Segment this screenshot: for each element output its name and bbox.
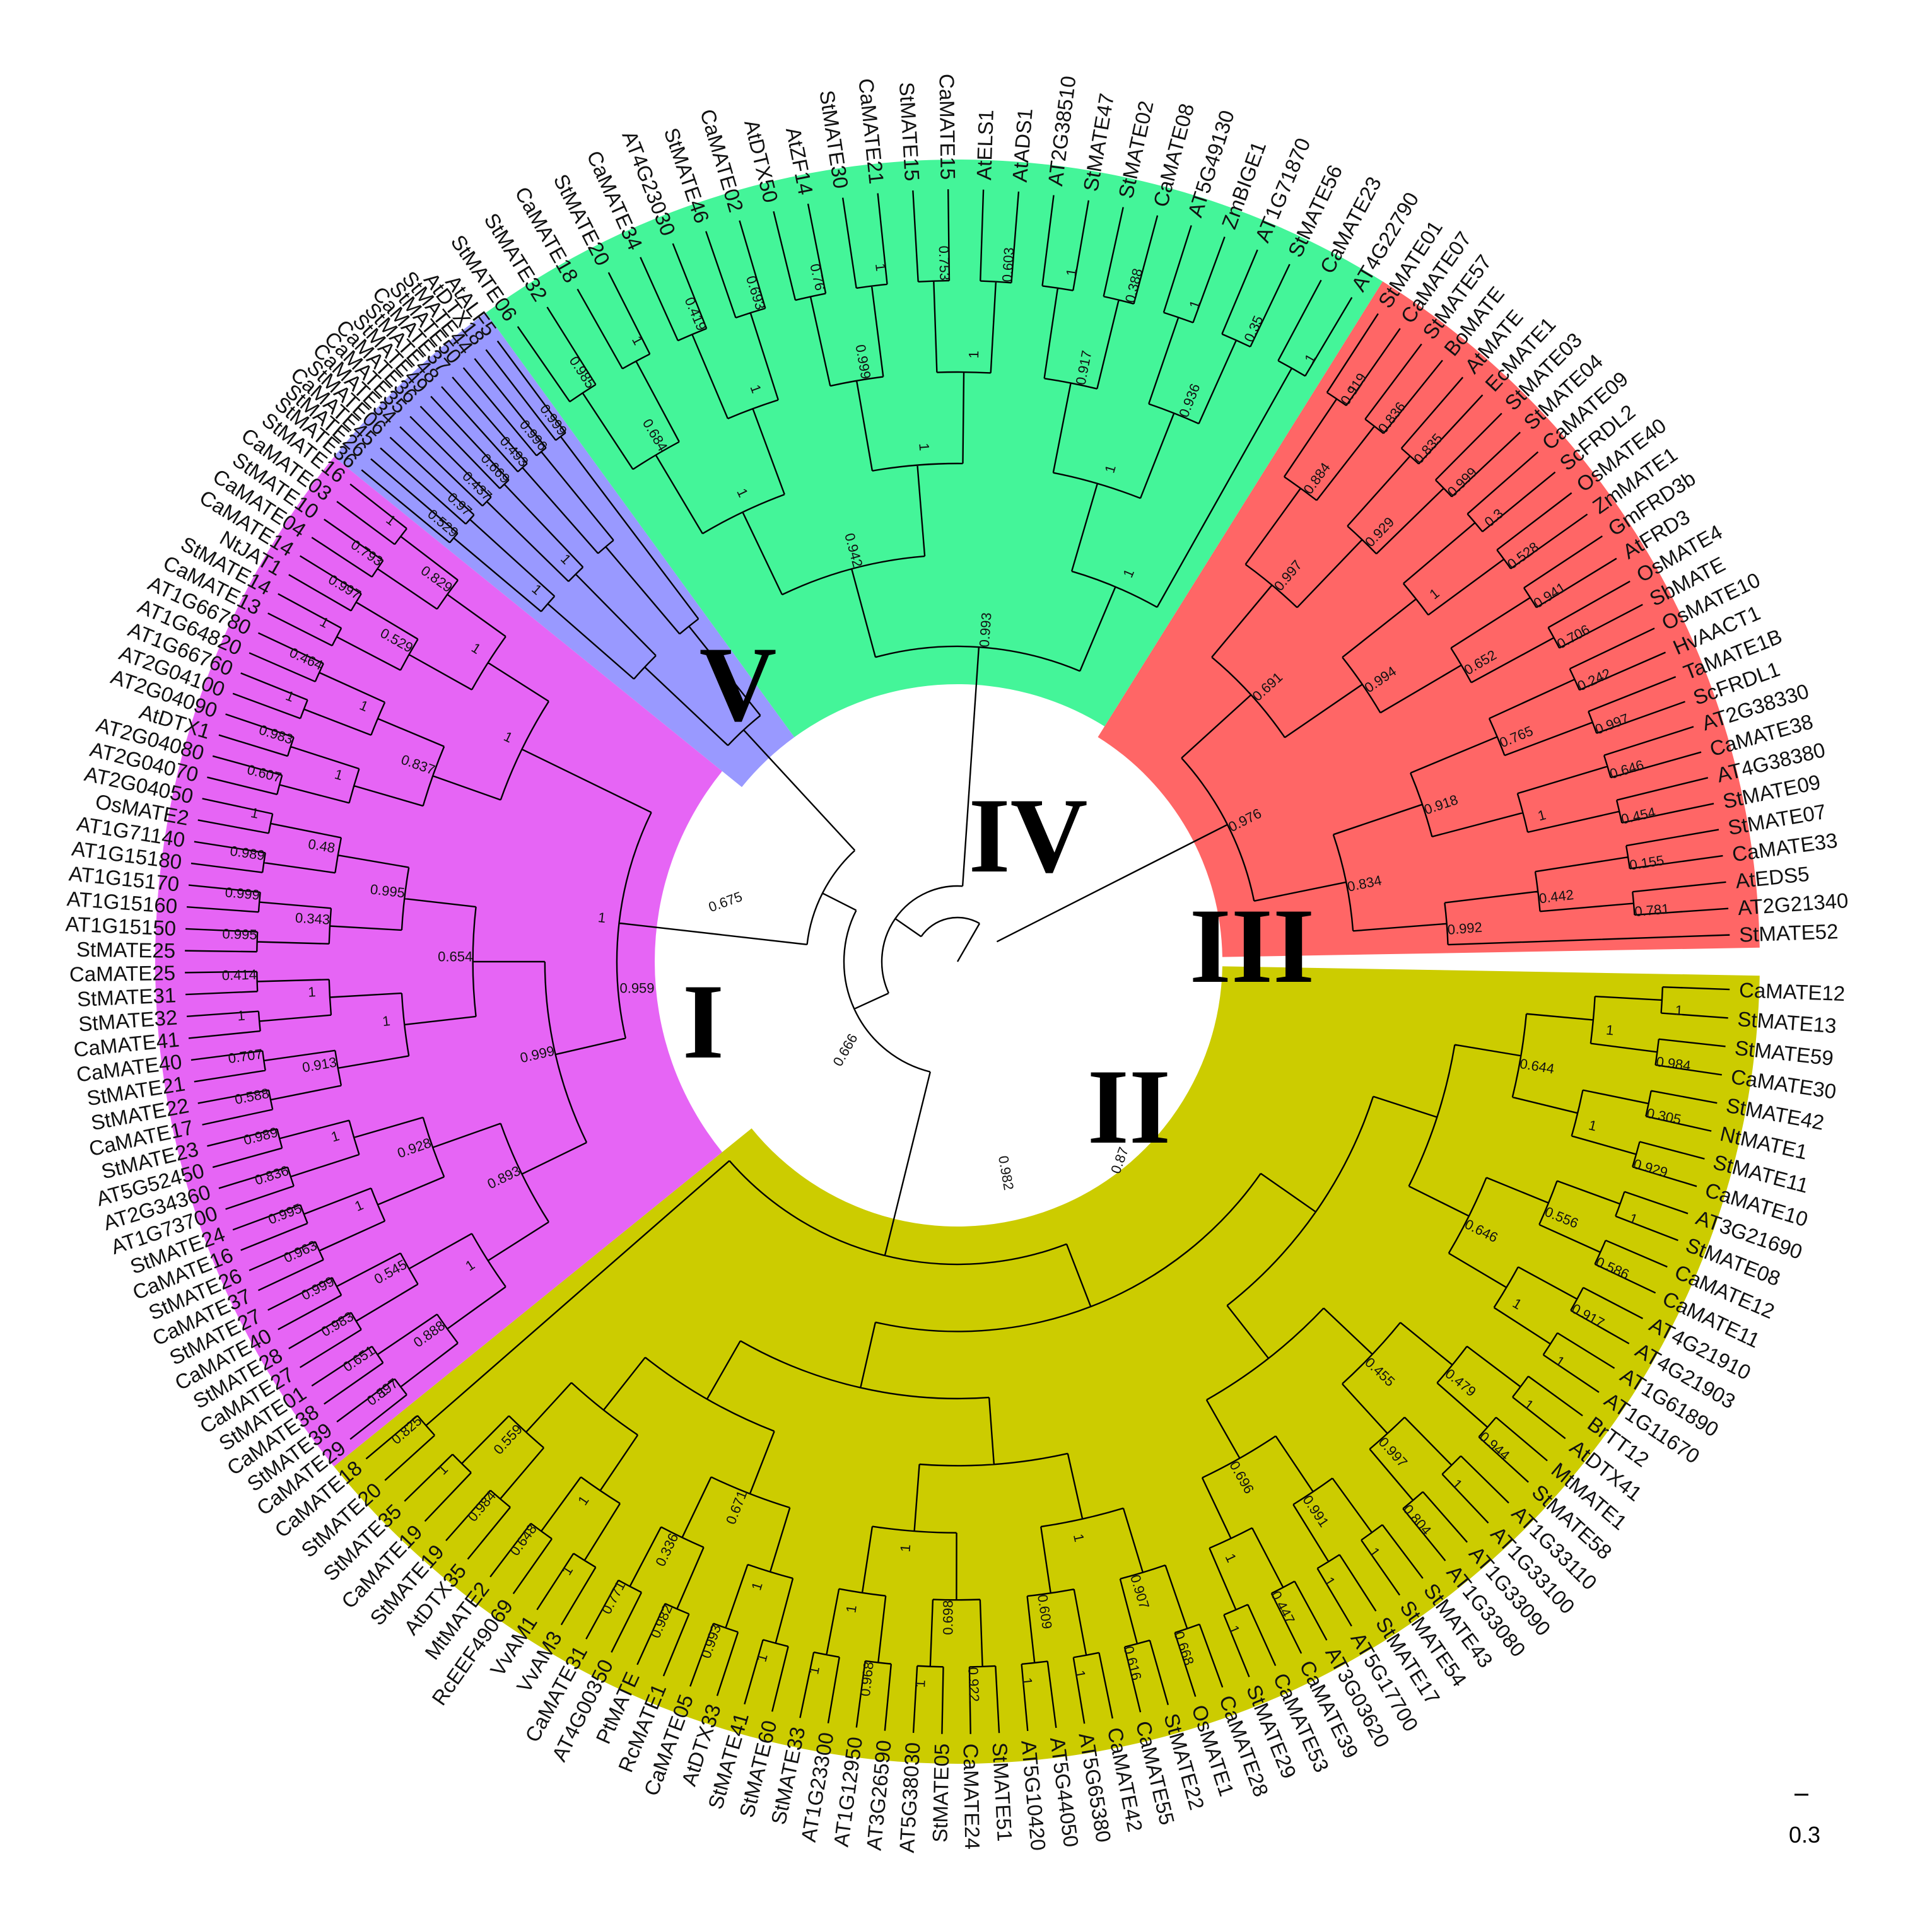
clade-sector-IV	[486, 160, 1383, 738]
tip-label: StMATE31	[76, 983, 177, 1011]
support-value: 1	[1675, 1002, 1683, 1018]
support-value: 1	[1063, 267, 1080, 277]
clade-numeral-II: II	[1087, 1047, 1171, 1166]
support-value: 1	[308, 984, 317, 1000]
support-value: 0.781	[1634, 900, 1670, 919]
support-value: 1	[249, 805, 260, 822]
support-value: 1	[1019, 1677, 1035, 1686]
support-value: 1	[237, 1008, 245, 1024]
tip-label: StMATE51	[988, 1742, 1016, 1842]
deep-node-support: 0.675	[706, 889, 744, 915]
support-value: 1	[805, 1665, 823, 1675]
tree-branches	[185, 189, 1730, 1734]
support-value: 1	[916, 443, 932, 452]
tip-label: StMATE05	[928, 1743, 953, 1843]
clade-numeral-I: I	[682, 962, 724, 1081]
tip-label: StMATE15	[895, 81, 924, 182]
clade-sector-II	[334, 966, 1760, 1764]
tip-label: CaMATE15	[935, 74, 959, 180]
tip-label: StMATE25	[76, 938, 176, 962]
support-value: 0.968	[857, 1661, 877, 1698]
tip-label: AT1G15150	[65, 912, 177, 940]
clade-numeral-IV: IV	[969, 776, 1088, 895]
branch-lines	[185, 189, 1730, 1734]
support-value: 0.654	[438, 949, 472, 965]
support-value: 0.414	[221, 967, 257, 984]
clade-sector-V	[334, 312, 795, 788]
support-value: 0.995	[222, 926, 257, 943]
deep-node-support: 0.982	[995, 1155, 1017, 1192]
support-value: 0.343	[295, 910, 330, 928]
support-value: 1	[843, 1604, 860, 1614]
support-value: 0.698	[940, 1600, 956, 1635]
clade-numeral-V: V	[700, 625, 777, 743]
clade-sector-I	[155, 457, 722, 1467]
clade-sectors	[155, 160, 1760, 1764]
support-value: 1	[1072, 1669, 1089, 1680]
tip-label: CaMATE12	[1739, 978, 1846, 1005]
tip-label: StMATE52	[1739, 919, 1839, 946]
deep-node-support: 0.959	[619, 981, 654, 996]
clade-numeral-III: III	[1190, 887, 1314, 1005]
support-value: 0.603	[999, 247, 1017, 283]
support-value: 0.999	[225, 884, 261, 903]
scale-bar-label: 0.3	[1789, 1822, 1820, 1848]
support-value: 1	[912, 1679, 928, 1687]
support-value: 0.922	[965, 1667, 982, 1702]
support-value: 0.993	[976, 612, 995, 648]
support-value: 1	[1587, 1117, 1598, 1134]
tip-label: CaMATE25	[69, 961, 176, 986]
support-value: 1	[872, 262, 889, 272]
clade-sector-III	[1098, 281, 1760, 957]
deep-node-support: 0.666	[829, 1031, 860, 1069]
support-value: 1	[382, 1013, 391, 1029]
support-value: 1	[1070, 1532, 1087, 1543]
tip-label: CaMATE24	[959, 1744, 984, 1850]
support-value: 0.992	[1447, 919, 1483, 938]
tip-label: AtELS1	[972, 109, 998, 180]
support-value: 1	[966, 351, 981, 359]
support-value: 1	[897, 1544, 913, 1553]
support-value: 0.753	[936, 245, 953, 281]
support-value: 1	[597, 909, 607, 926]
support-value: 0.995	[370, 881, 406, 900]
scale-bar: 0.3	[1789, 1793, 1820, 1848]
support-value: 1	[1605, 1022, 1614, 1038]
